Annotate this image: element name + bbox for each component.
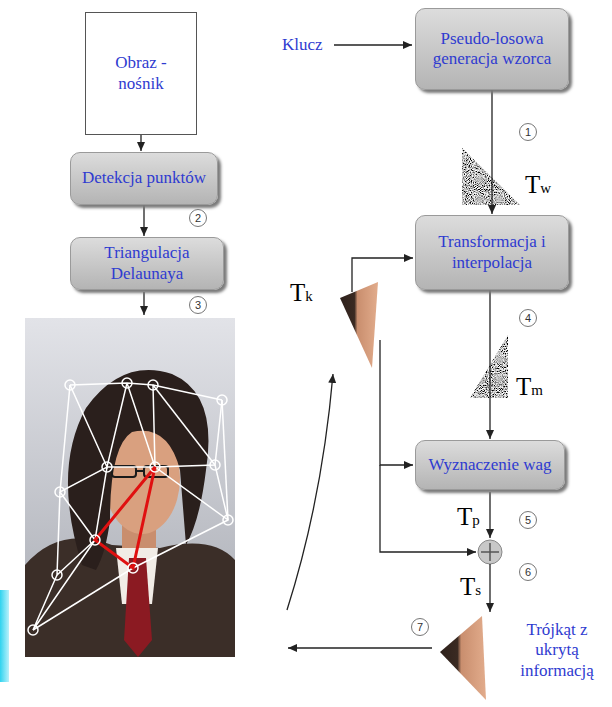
flow-arrow — [489, 290, 490, 439]
input-label: Klucz — [282, 35, 323, 55]
sum-symbol — [478, 540, 502, 564]
face-triangle — [340, 282, 378, 368]
process-box: Triangulacja Delaunaya — [70, 237, 224, 290]
callout-number: 5 — [519, 511, 537, 529]
callout-number: 2 — [189, 209, 207, 227]
arrow — [380, 340, 413, 465]
symbol-label: Tm — [516, 374, 543, 399]
arrow — [287, 374, 333, 610]
callout-number: 1 — [519, 123, 537, 141]
arrow — [143, 292, 144, 315]
symbol-label: Tk — [290, 280, 313, 305]
arrow — [489, 564, 490, 612]
arrow — [489, 492, 490, 538]
node-text: Transformacja i interpolacja — [422, 232, 562, 273]
face-triangle — [440, 616, 486, 700]
carrier-photo — [25, 318, 235, 657]
symbol-label: Tp — [457, 504, 480, 529]
symbol-label: Ts — [460, 574, 481, 599]
pattern-triangle — [468, 333, 510, 400]
flow-arrow — [143, 205, 144, 236]
process-box: Wyznaczenie wag — [415, 440, 565, 490]
node-text: Pseudo-losowa generacja wzorca — [422, 29, 562, 70]
callout-number: 7 — [411, 618, 429, 636]
arrow — [352, 258, 413, 292]
node-text: Triangulacja Delaunaya — [77, 243, 217, 284]
flow-arrow — [140, 135, 141, 151]
node-text: Detekcja punktów — [78, 168, 210, 188]
process-box: Pseudo-losowa generacja wzorca — [415, 8, 569, 90]
node-text: Obraz - nośnik — [92, 53, 190, 94]
arrow — [334, 44, 412, 45]
node-text: Wyznaczenie wag — [424, 455, 555, 475]
input-box: Obraz - nośnik — [85, 12, 197, 135]
flow-arrow — [491, 90, 492, 214]
output-label: Trójkąt z ukrytą informacją — [507, 620, 607, 681]
arrow — [288, 647, 432, 648]
callout-number: 4 — [519, 309, 537, 327]
symbol-label: Tw — [525, 172, 551, 197]
callout-number: 3 — [189, 296, 207, 314]
process-box: Transformacja i interpolacja — [415, 215, 569, 290]
callout-number: 6 — [519, 563, 537, 581]
edge-strip — [0, 590, 9, 682]
process-box: Detekcja punktów — [70, 152, 218, 205]
pattern-triangle — [460, 146, 522, 208]
